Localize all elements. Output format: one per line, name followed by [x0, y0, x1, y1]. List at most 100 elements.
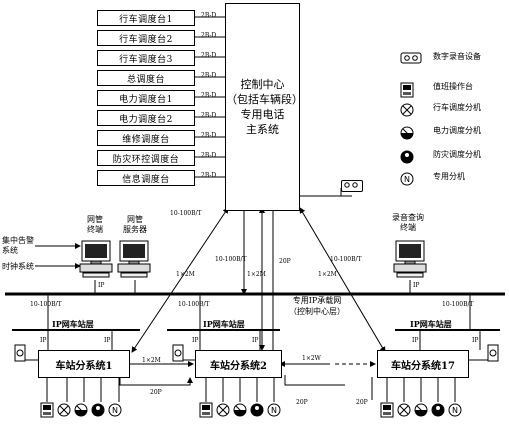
dispatch-board: 维修调度台: [97, 130, 195, 146]
ip-label-s1a: IP: [40, 337, 47, 344]
legend-label: 防灾调度分机: [433, 150, 481, 159]
alarm-label-1: 集中告警: [2, 236, 34, 245]
legend-item: 行车调度分机: [400, 103, 481, 119]
disaster-extension-icon: [91, 402, 105, 421]
dispatch-board: 行车调度台1: [97, 10, 195, 26]
dispatch-board: 行车调度台3: [97, 50, 195, 66]
dispatch-link-label: 2B-D: [201, 172, 217, 179]
dispatch-board: 防灾环控调度台: [97, 150, 195, 166]
control-center-line2: （包括车辆段）: [226, 93, 303, 106]
station-subsystem-1: 车站分系统1: [38, 350, 130, 378]
link-label-eth-s2: 10-100B/T: [178, 301, 210, 308]
link-label-eth-s17: 10-100B/T: [442, 301, 474, 308]
dispatch-board: 总调度台: [97, 70, 195, 86]
console-icon: [199, 402, 213, 422]
control-center-line3: 专用电话: [240, 108, 285, 121]
console-icon: [400, 82, 414, 100]
link-label-e1-center: 1×2M: [247, 271, 266, 278]
station-phone-icon: [172, 344, 184, 366]
power-extension-icon: [414, 402, 428, 421]
clock-label: 时钟系统: [2, 262, 34, 271]
ip-label-s2b: IP: [252, 337, 259, 344]
dispatch-board: 行车调度台2: [97, 30, 195, 46]
recording-query-label-2: 终端: [400, 223, 416, 232]
svg-text:N: N: [271, 406, 277, 415]
nm-server-label-1: 网管: [127, 215, 143, 224]
svg-text:N: N: [404, 175, 410, 184]
link-label-e1-s2s17: 1×2W: [302, 355, 321, 362]
station-subsystem-17: 车站分系统17: [377, 350, 469, 378]
power-extension-icon: [400, 126, 414, 142]
console-icon: [380, 402, 394, 422]
dispatch-link-label: 2B-D: [201, 92, 217, 99]
disaster-extension-icon: [400, 150, 414, 166]
network-label-1: 专用IP承载网: [292, 296, 342, 305]
link-label-20p-center: 20P: [279, 258, 291, 265]
nm-terminal-label-1: 网管: [87, 215, 103, 224]
nm-terminal-computer: [79, 240, 113, 282]
legend-label: 电力调度分机: [433, 126, 481, 135]
legend-item: 电力调度分机: [400, 126, 481, 142]
control-center-line1: 控制中心: [240, 78, 285, 91]
train-extension-icon: [57, 402, 71, 421]
legend-label: 数字录音设备: [433, 52, 481, 61]
legend-item: 防灾调度分机: [400, 150, 481, 166]
legend-item: 值班操作台: [400, 82, 473, 100]
control-center-box: 控制中心 （包括车辆段） 专用电话 主系统: [225, 3, 303, 211]
recording-query-computer: [393, 240, 427, 282]
link-label-eth-s1: 10-100B/T: [30, 301, 62, 308]
nm-server-computer: [117, 240, 151, 282]
dedicated-extension-icon: N: [108, 402, 122, 421]
dispatch-link-label: 2B-D: [201, 52, 217, 59]
disaster-extension-icon: [250, 402, 264, 421]
dedicated-extension-icon: N: [267, 402, 281, 421]
console-icon: [40, 402, 54, 422]
link-label-20p-s1: 20P: [150, 389, 162, 396]
dispatch-links: [193, 16, 225, 178]
station-phone-icon: [14, 344, 26, 366]
recording-ip-label: IP: [413, 282, 420, 289]
ip-label-s17b: IP: [472, 337, 479, 344]
dispatch-link-label: 2B-D: [201, 152, 217, 159]
dispatch-board: 电力调度台1: [97, 90, 195, 106]
train-extension-icon: [400, 103, 414, 119]
station-phone-icon: [487, 344, 499, 366]
link-label-e1-s1s2: 1×2M: [142, 357, 161, 364]
alarm-label-2: 系统: [2, 246, 18, 255]
legend-label: 专用分机: [433, 172, 465, 181]
nm-terminal-label-2: 终端: [87, 225, 103, 234]
nm-ip-label: IP: [98, 282, 105, 289]
dispatch-link-label: 2B-D: [201, 72, 217, 79]
dispatch-link-label: 2B-D: [201, 112, 217, 119]
station-layer-label-2: IP网车站层: [203, 319, 245, 329]
ip-label-s1b: IP: [104, 337, 111, 344]
ip-label-s2a: IP: [192, 337, 199, 344]
recording-query-label-1: 录音查询: [392, 213, 424, 222]
svg-text:N: N: [112, 406, 118, 415]
legend-label: 行车调度分机: [433, 103, 481, 112]
station-layer-label-17: IP网车站层: [410, 319, 452, 329]
link-label-eth-right: 10-100B/T: [330, 256, 362, 263]
power-extension-icon: [74, 402, 88, 421]
train-extension-icon: [397, 402, 411, 421]
dispatch-board: 信息调度台: [97, 170, 195, 186]
link-label-e1-left: 1×2M: [176, 271, 195, 278]
link-label-20p-s17: 20P: [356, 399, 368, 406]
station-subsystem-2: 车站分系统2: [195, 350, 282, 378]
svg-text:N: N: [452, 406, 458, 415]
power-extension-icon: [233, 402, 247, 421]
dispatch-board: 电力调度台2: [97, 110, 195, 126]
link-label-e1-right: 1×2M: [318, 271, 337, 278]
recorder-icon: [400, 52, 422, 66]
dedicated-extension-icon: N: [400, 172, 414, 188]
link-label-eth-center-2: 10-100B/T: [215, 256, 247, 263]
legend-label: 值班操作台: [433, 82, 473, 91]
nm-server-label-2: 服务器: [123, 225, 147, 234]
link-label-eth-center: 10-100B/T: [170, 210, 202, 217]
legend-item: N 专用分机: [400, 172, 465, 188]
link-label-20p-s2: 20P: [296, 399, 308, 406]
dispatch-link-label: 2B-D: [201, 132, 217, 139]
station-layer-label-1: IP网车站层: [52, 319, 94, 329]
